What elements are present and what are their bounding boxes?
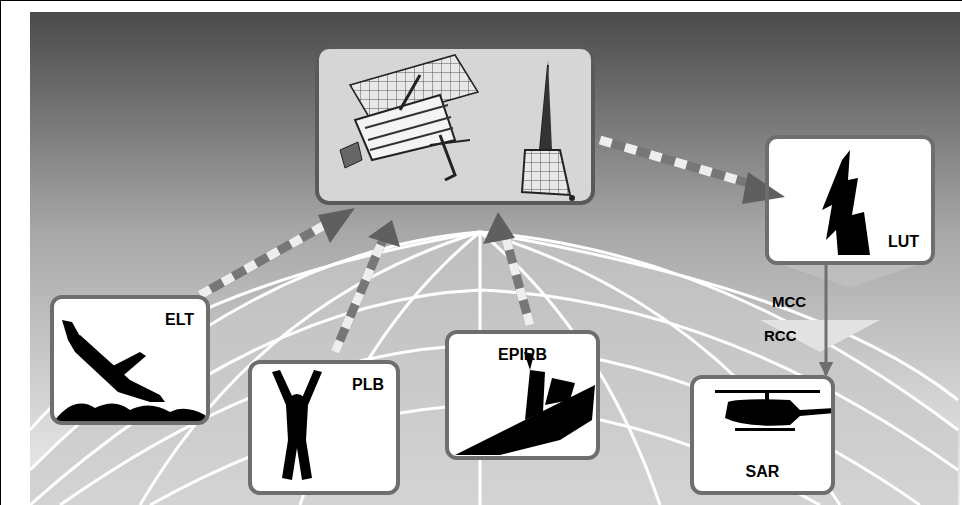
- node-label: SAR: [746, 463, 780, 481]
- sinking-ship: [455, 352, 595, 455]
- node-label: EPIRB: [498, 346, 547, 364]
- satellite: [340, 55, 575, 201]
- mcc-label: MCC: [770, 294, 808, 311]
- person: [272, 370, 322, 480]
- rcc-label: RCC: [762, 328, 799, 345]
- crashed-aircraft: [55, 320, 205, 421]
- node-label: PLB: [352, 376, 384, 394]
- satellite-box: [317, 47, 593, 203]
- plb-box: PLB: [248, 360, 400, 495]
- helicopter: [715, 390, 835, 431]
- radio-link-arrows: [200, 140, 755, 352]
- globe: [30, 232, 958, 505]
- elt-box: ELT: [50, 295, 210, 425]
- arrowheads: [318, 172, 785, 247]
- node-label: LUT: [888, 233, 919, 251]
- sky-ground: [30, 12, 960, 505]
- relay-chevrons: [760, 263, 923, 352]
- sar-box: SAR: [690, 375, 835, 495]
- lut-box: LUT: [765, 135, 935, 265]
- relay-connector: [825, 265, 828, 375]
- ground-antenna: [822, 150, 870, 255]
- epirb-box: EPIRB: [445, 330, 600, 460]
- node-label: ELT: [165, 311, 194, 329]
